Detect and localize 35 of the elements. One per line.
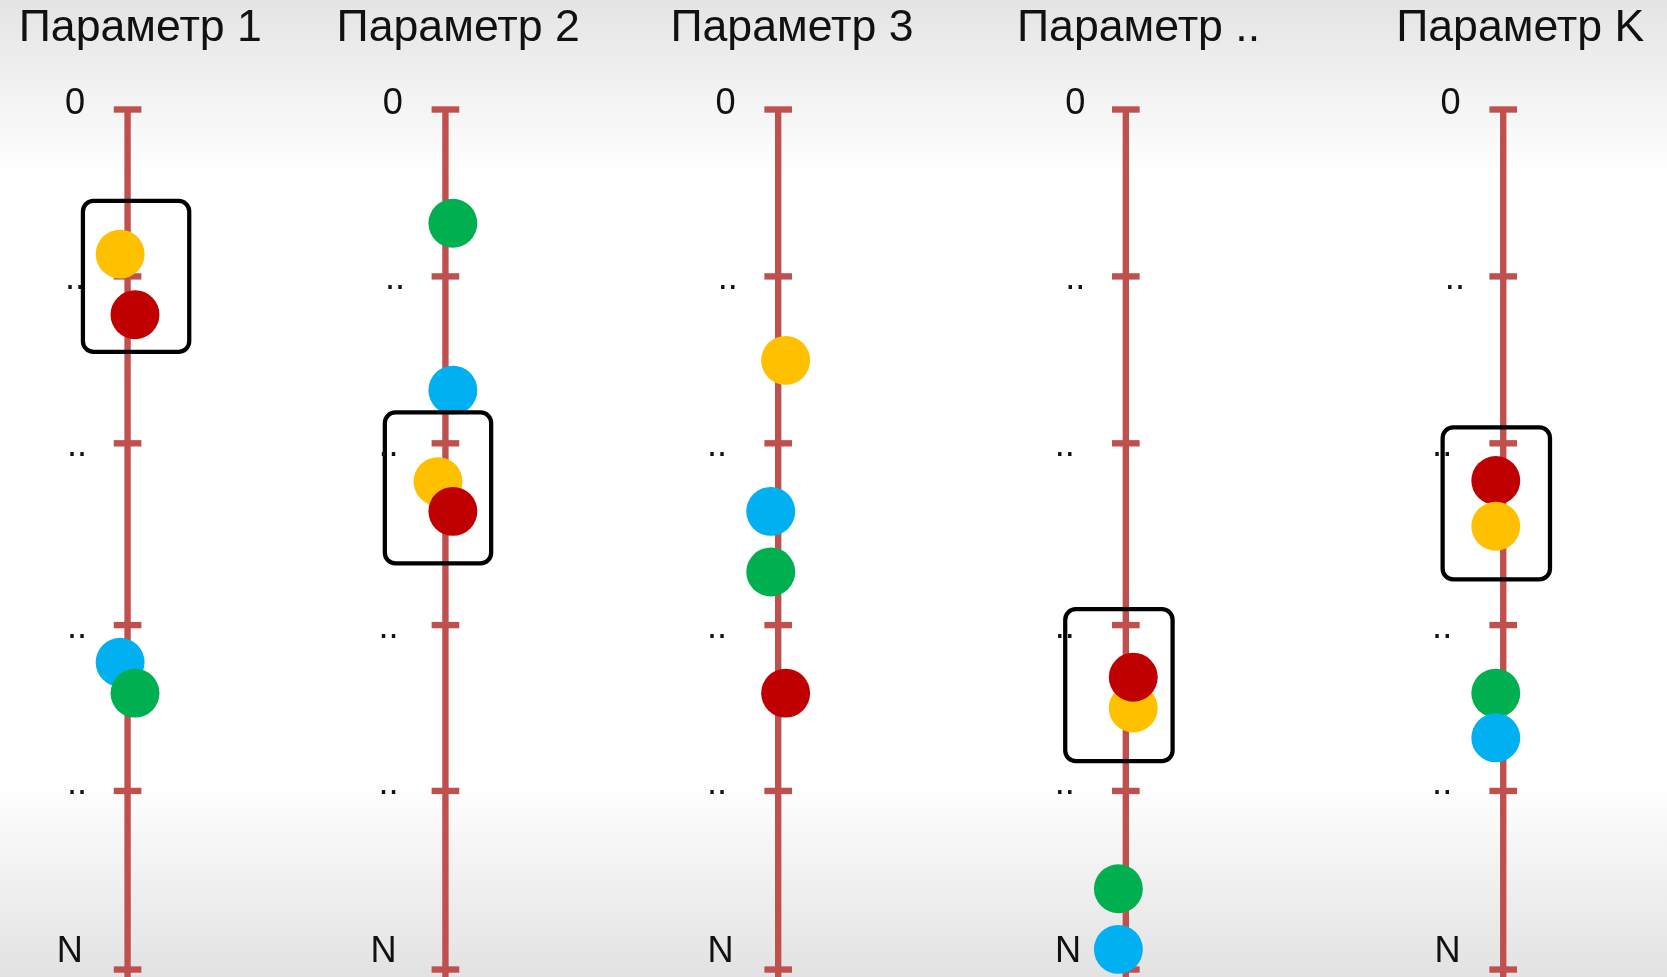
tick-label: N — [707, 931, 734, 968]
tick-label: .. — [1432, 763, 1453, 800]
tick-label: .. — [67, 425, 88, 462]
tick-label: 0 — [382, 82, 403, 120]
axis-title: Параметр .. — [1017, 4, 1261, 49]
tick-label: 0 — [64, 82, 86, 120]
tick-label: .. — [707, 425, 728, 462]
tick-label: 0 — [715, 82, 736, 120]
axis-title: Параметр K — [1396, 4, 1645, 49]
axis-title: Параметр 1 — [18, 4, 262, 49]
tick-label: N — [56, 931, 83, 968]
tick-label: .. — [707, 763, 728, 800]
tick-label: 0 — [1440, 82, 1461, 120]
tick-label: N — [1055, 931, 1082, 968]
axis-title: Параметр 2 — [336, 4, 580, 49]
tick-label: N — [370, 931, 397, 968]
tick-label: .. — [707, 607, 728, 644]
tick-label: .. — [378, 763, 399, 800]
axis-title: Параметр 3 — [670, 4, 914, 49]
tick-label: .. — [67, 607, 88, 644]
tick-label: .. — [64, 258, 86, 295]
tick-label: .. — [384, 258, 406, 295]
tick-label: .. — [1432, 425, 1453, 462]
tick-label: .. — [1054, 607, 1075, 644]
tick-label: .. — [378, 425, 399, 462]
tick-label: .. — [1054, 425, 1075, 462]
tick-label: 0 — [1065, 82, 1086, 120]
tick-label: .. — [1065, 258, 1086, 295]
tick-label: .. — [378, 607, 399, 644]
tick-label: .. — [717, 258, 738, 295]
tick-label: .. — [1054, 763, 1075, 800]
tick-label: N — [1434, 931, 1461, 968]
tick-label: .. — [1432, 607, 1453, 644]
tick-label: .. — [1444, 258, 1465, 295]
tick-label: .. — [67, 763, 88, 800]
